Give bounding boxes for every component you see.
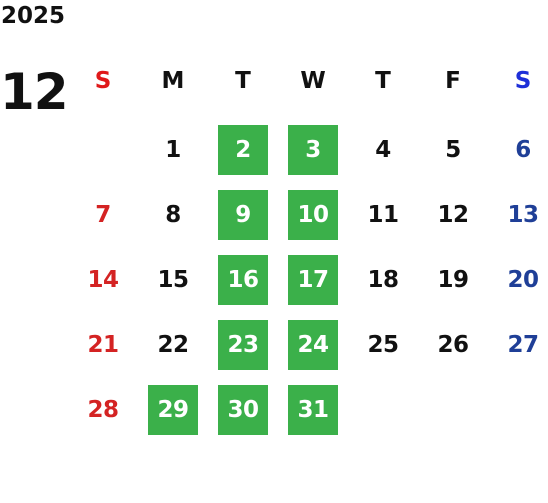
weekday-monday: M bbox=[161, 68, 185, 94]
highlighted-day: 10 bbox=[288, 190, 338, 240]
day-number: 14 bbox=[87, 267, 119, 293]
day-number: 4 bbox=[375, 137, 391, 163]
weekday-saturday: S bbox=[514, 68, 532, 94]
highlighted-day: 17 bbox=[288, 255, 338, 305]
day-number: 18 bbox=[367, 267, 399, 293]
highlighted-day: 23 bbox=[218, 320, 268, 370]
day-cell[interactable]: 14 bbox=[68, 248, 138, 313]
day-number: 25 bbox=[367, 332, 399, 358]
day-number: 19 bbox=[437, 267, 469, 293]
highlighted-day: 16 bbox=[218, 255, 268, 305]
day-number: 7 bbox=[95, 202, 111, 228]
day-cell[interactable]: 17 bbox=[278, 248, 348, 313]
day-number: 8 bbox=[165, 202, 181, 228]
day-cell[interactable]: 13 bbox=[488, 183, 548, 248]
day-cell[interactable]: 9 bbox=[208, 183, 278, 248]
day-cell bbox=[68, 118, 138, 183]
weekday-sunday: S bbox=[94, 68, 112, 94]
day-number: 5 bbox=[445, 137, 461, 163]
day-cell[interactable]: 24 bbox=[278, 313, 348, 378]
weekday-tuesday: T bbox=[235, 68, 251, 94]
day-cell[interactable]: 29 bbox=[138, 378, 208, 443]
day-number: 1 bbox=[165, 137, 181, 163]
day-number: 26 bbox=[437, 332, 469, 358]
calendar-month: 12 bbox=[0, 63, 69, 121]
day-number: 27 bbox=[507, 332, 539, 358]
day-cell[interactable]: 26 bbox=[418, 313, 488, 378]
day-cell[interactable]: 8 bbox=[138, 183, 208, 248]
weekday-wednesday: W bbox=[300, 68, 326, 94]
day-cell[interactable]: 30 bbox=[208, 378, 278, 443]
day-cell[interactable]: 31 bbox=[278, 378, 348, 443]
day-cell[interactable]: 3 bbox=[278, 118, 348, 183]
day-number: 20 bbox=[507, 267, 539, 293]
day-cell[interactable]: 21 bbox=[68, 313, 138, 378]
day-cell[interactable]: 27 bbox=[488, 313, 548, 378]
highlighted-day: 9 bbox=[218, 190, 268, 240]
day-cell[interactable]: 19 bbox=[418, 248, 488, 313]
weekday-friday: F bbox=[445, 68, 461, 94]
day-cell bbox=[348, 378, 418, 443]
day-cell bbox=[418, 378, 488, 443]
day-number: 22 bbox=[157, 332, 189, 358]
highlighted-day: 30 bbox=[218, 385, 268, 435]
day-number: 28 bbox=[87, 397, 119, 423]
day-cell[interactable]: 15 bbox=[138, 248, 208, 313]
highlighted-day: 2 bbox=[218, 125, 268, 175]
day-number: 13 bbox=[507, 202, 539, 228]
day-cell[interactable]: 20 bbox=[488, 248, 548, 313]
day-cell[interactable]: 16 bbox=[208, 248, 278, 313]
day-cell[interactable]: 7 bbox=[68, 183, 138, 248]
day-cell[interactable]: 25 bbox=[348, 313, 418, 378]
highlighted-day: 3 bbox=[288, 125, 338, 175]
day-cell[interactable]: 18 bbox=[348, 248, 418, 313]
day-number: 21 bbox=[87, 332, 119, 358]
day-number: 11 bbox=[367, 202, 399, 228]
day-cell[interactable]: 23 bbox=[208, 313, 278, 378]
day-cell[interactable]: 4 bbox=[348, 118, 418, 183]
day-number: 6 bbox=[515, 137, 531, 163]
day-cell[interactable]: 1 bbox=[138, 118, 208, 183]
calendar-year: 2025 bbox=[1, 3, 66, 29]
day-number: 12 bbox=[437, 202, 469, 228]
day-cell[interactable]: 10 bbox=[278, 183, 348, 248]
weekday-thursday: T bbox=[375, 68, 391, 94]
highlighted-day: 29 bbox=[148, 385, 198, 435]
day-cell bbox=[488, 378, 548, 443]
day-cell[interactable]: 22 bbox=[138, 313, 208, 378]
day-cell[interactable]: 2 bbox=[208, 118, 278, 183]
day-cell[interactable]: 28 bbox=[68, 378, 138, 443]
day-cell[interactable]: 11 bbox=[348, 183, 418, 248]
day-number: 15 bbox=[157, 267, 189, 293]
weekday-header: S M T W T F S bbox=[68, 66, 548, 96]
highlighted-day: 31 bbox=[288, 385, 338, 435]
day-cell[interactable]: 6 bbox=[488, 118, 548, 183]
highlighted-day: 24 bbox=[288, 320, 338, 370]
day-cell[interactable]: 12 bbox=[418, 183, 488, 248]
day-cell[interactable]: 5 bbox=[418, 118, 488, 183]
